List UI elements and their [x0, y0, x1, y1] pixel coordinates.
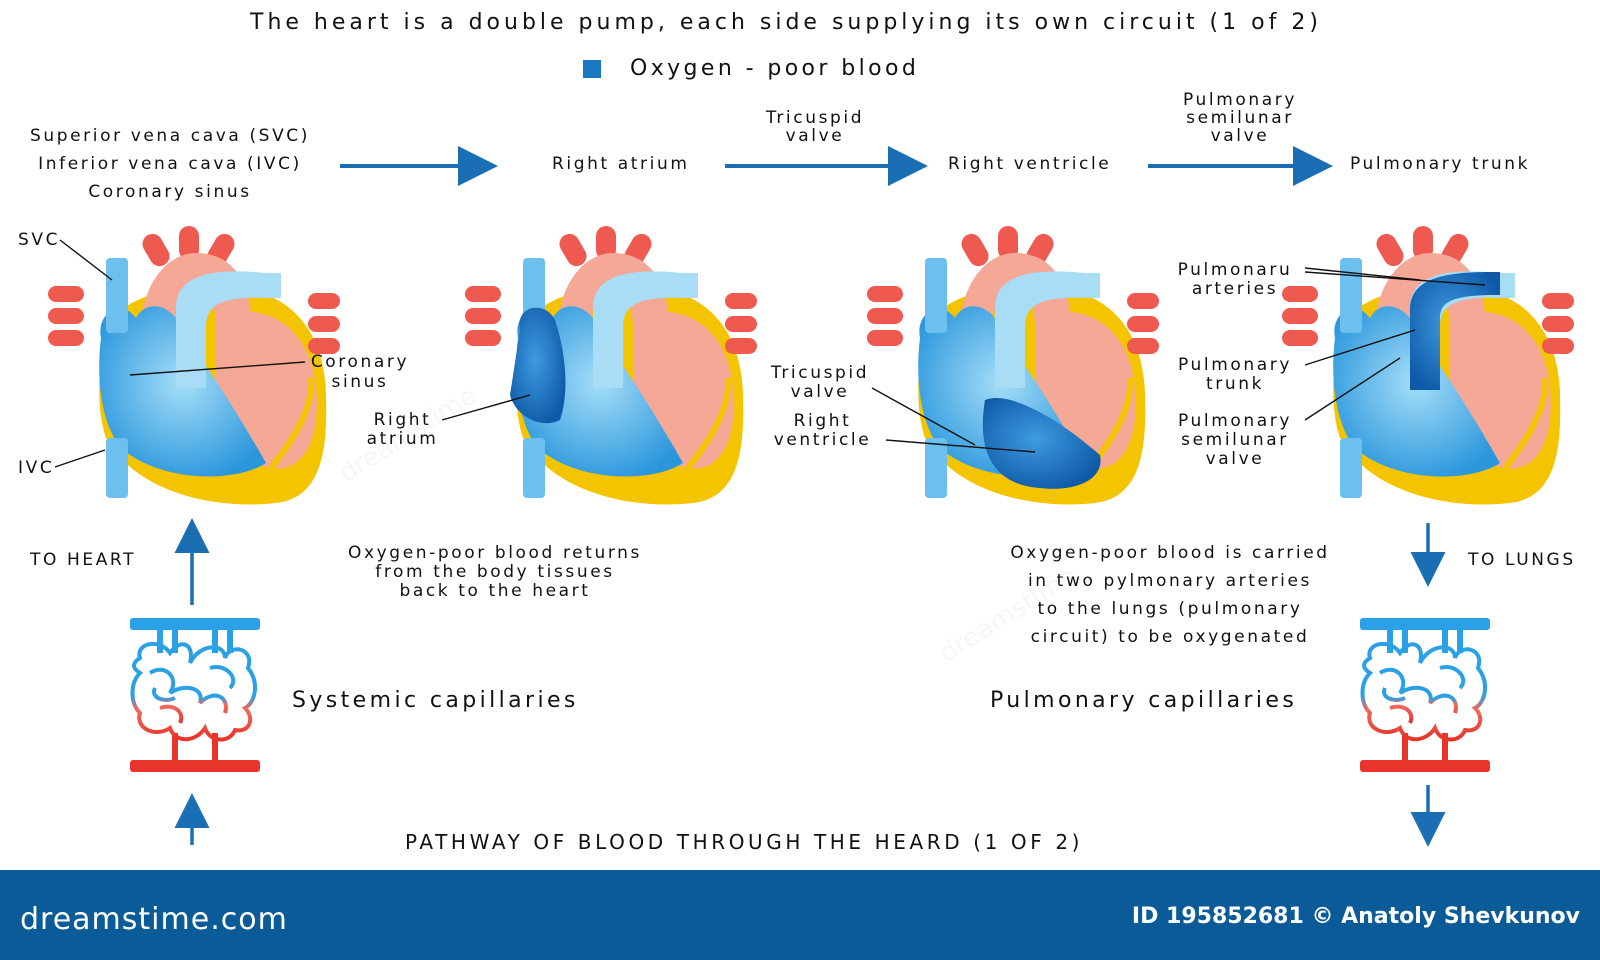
- leader-lines: [54, 239, 1486, 468]
- flow-pulm-valve-line1: Pulmonary: [1182, 90, 1298, 110]
- flow-pulmonary-trunk: Pulmonary trunk: [1350, 154, 1531, 174]
- highlight-right-ventricle: [982, 398, 1101, 489]
- label-right-atrium-line2: atrium: [366, 429, 439, 449]
- label-tricuspid-line2: valve: [790, 382, 850, 402]
- label-right-ventricle-line1: Right: [793, 411, 852, 431]
- flow-right-ventricle: Right ventricle: [948, 154, 1112, 174]
- caption-carried-line3: to the lungs (pulmonary: [1037, 599, 1303, 619]
- flow-tricuspid-line1: Tricuspid: [765, 108, 865, 128]
- caption-returns-line2: from the body tissues: [375, 562, 615, 582]
- label-right-ventricle-line2: ventricle: [773, 430, 872, 450]
- highlight-right-atrium: [510, 307, 566, 424]
- heart-2: [465, 226, 757, 504]
- label-right-atrium-line1: Right: [373, 410, 432, 430]
- label-pulm-arteries-line2: arteries: [1191, 279, 1279, 299]
- caption-returns-line3: back to the heart: [399, 581, 591, 601]
- label-pulm-trunk-line2: trunk: [1205, 374, 1265, 394]
- source-svc: Superior vena cava (SVC): [29, 126, 311, 146]
- label-pulm-valve-line2: semilunar: [1181, 430, 1289, 450]
- label-ivc: IVC: [18, 458, 55, 478]
- label-pulm-arteries-line1: Pulmonaru: [1177, 260, 1293, 280]
- label-coronary-line2: sinus: [331, 372, 389, 392]
- caption-systemic-capillaries: Systemic capillaries: [292, 688, 579, 713]
- footer-bar: dreamstime.com ID 195852681 © Anatoly Sh…: [0, 870, 1600, 960]
- flow-tricuspid-line2: valve: [785, 126, 845, 146]
- label-pulm-trunk-line1: Pulmonary: [1177, 355, 1293, 375]
- flow-right-atrium: Right atrium: [552, 154, 690, 174]
- flow-pulm-valve-line3: valve: [1210, 126, 1270, 146]
- source-ivc: Inferior vena cava (IVC): [38, 154, 302, 174]
- systemic-capillaries-graphic: [130, 618, 260, 772]
- caption-pulmonary-capillaries: Pulmonary capillaries: [990, 688, 1298, 713]
- label-pulm-valve-line1: Pulmonary: [1177, 411, 1293, 431]
- caption-carried-line1: Oxygen-poor blood is carried: [1010, 543, 1330, 563]
- pulmonary-capillaries-graphic: [1360, 618, 1490, 772]
- caption-to-lungs: TO LUNGS: [1468, 550, 1576, 570]
- label-svc: SVC: [18, 230, 61, 250]
- footer-brand[interactable]: dreamstime.com: [20, 902, 288, 937]
- legend-label: Oxygen - poor blood: [630, 56, 920, 81]
- flow-pulm-valve-line2: semilunar: [1186, 108, 1294, 128]
- label-pulm-valve-line3: valve: [1205, 449, 1265, 469]
- source-coronary-sinus: Coronary sinus: [88, 182, 252, 202]
- caption-pathway: PATHWAY OF BLOOD THROUGH THE HEARD (1 OF…: [405, 830, 1084, 854]
- label-coronary-line1: Coronary: [310, 352, 410, 372]
- heart-1: [48, 226, 340, 504]
- diagram-title: The heart is a double pump, each side su…: [250, 10, 1322, 35]
- highlight-pulmonary-trunk: [1410, 272, 1500, 390]
- caption-carried-line2: in two pylmonary arteries: [1027, 571, 1313, 591]
- caption-to-heart: TO HEART: [30, 550, 137, 570]
- legend-swatch: [583, 60, 601, 78]
- caption-returns-line1: Oxygen-poor blood returns: [348, 543, 642, 563]
- caption-carried-line4: circuit) to be oxygenated: [1030, 627, 1310, 647]
- footer-credit: ID 195852681 © Anatoly Shevkunov: [1131, 904, 1580, 929]
- label-tricuspid-line1: Tricuspid: [770, 363, 870, 383]
